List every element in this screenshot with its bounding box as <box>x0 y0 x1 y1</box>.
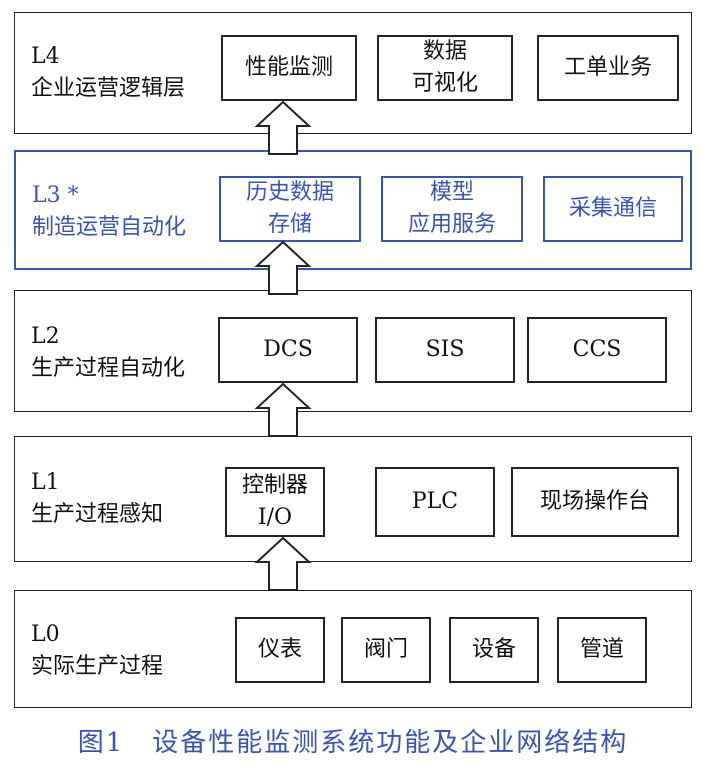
box-ccs: CCS <box>527 317 667 383</box>
layer-name: 制造运营自动化 <box>32 215 187 240</box>
layer-label: L2 生产过程自动化 <box>31 321 185 385</box>
layer-name: 实际生产过程 <box>31 654 164 679</box>
up-arrow-icon <box>254 240 312 295</box>
layer-l4: L4 企业运营逻辑层 性能监测 数据 可视化 工单业务 <box>14 12 692 134</box>
up-arrow-icon <box>254 100 312 155</box>
layer-label: L3 * 制造运营自动化 <box>32 180 186 244</box>
up-arrow-icon <box>254 536 312 591</box>
box-performance-monitoring: 性能监测 <box>221 35 357 101</box>
box-dcs: DCS <box>218 317 358 383</box>
layer-code: L4 <box>31 44 60 69</box>
box-pipeline: 管道 <box>557 617 647 683</box>
box-model-application-service: 模型 应用服务 <box>381 176 523 242</box>
box-instrument: 仪表 <box>235 617 325 683</box>
figure-caption: 图1 设备性能监测系统功能及企业网络结构 <box>77 728 629 758</box>
layer-code: L1 <box>31 470 60 495</box>
layer-name: 生产过程自动化 <box>31 356 186 381</box>
box-valve: 阀门 <box>341 617 431 683</box>
layer-code: L2 <box>31 324 60 349</box>
layer-name: 生产过程感知 <box>31 502 164 527</box>
box-acquisition-communication: 采集通信 <box>543 176 683 242</box>
layer-l1: L1 生产过程感知 控制器 I/O PLC 现场操作台 <box>14 436 692 562</box>
layer-label: L4 企业运营逻辑层 <box>31 41 185 105</box>
layer-name: 企业运营逻辑层 <box>31 76 186 101</box>
up-arrow-icon <box>254 382 312 437</box>
layer-l0: L0 实际生产过程 仪表 阀门 设备 管道 <box>14 590 692 708</box>
box-historical-data-storage: 历史数据 存储 <box>219 176 361 242</box>
box-work-order: 工单业务 <box>537 35 679 101</box>
box-plc: PLC <box>375 467 495 537</box>
box-data-visualization: 数据 可视化 <box>377 35 513 101</box>
box-equipment: 设备 <box>449 617 539 683</box>
layer-l2: L2 生产过程自动化 DCS SIS CCS <box>14 290 692 412</box>
layer-label: L1 生产过程感知 <box>31 467 163 531</box>
box-sis: SIS <box>375 317 515 383</box>
box-field-console: 现场操作台 <box>511 467 679 537</box>
layer-l3: L3 * 制造运营自动化 历史数据 存储 模型 应用服务 采集通信 <box>14 150 692 270</box>
layer-code: L3 * <box>32 183 79 208</box>
box-controller-io: 控制器 I/O <box>225 467 325 537</box>
layer-label: L0 实际生产过程 <box>31 619 163 683</box>
layer-code: L0 <box>31 622 60 647</box>
